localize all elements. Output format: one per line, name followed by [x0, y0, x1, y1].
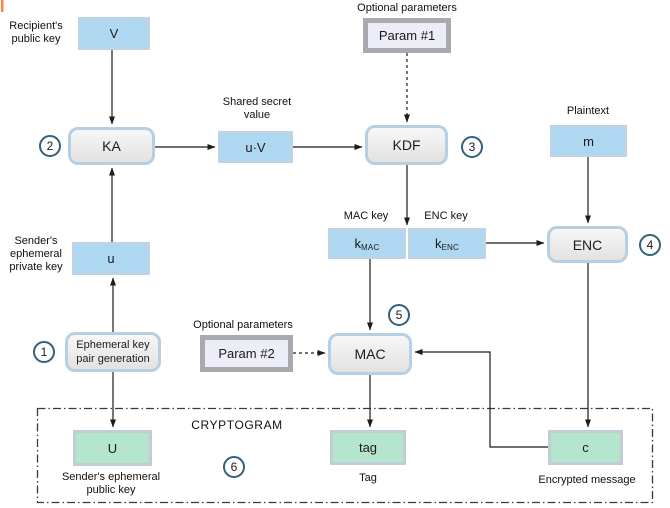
ekpg-line2: pair generation [76, 353, 150, 365]
caption-plaintext: Plaintext [566, 105, 610, 117]
caption-shared-secret-value: Shared secret value [207, 96, 307, 122]
step-circle-1: 1 [33, 341, 55, 363]
caption-line: public key [11, 33, 61, 45]
node-key-agreement: KA [68, 127, 155, 165]
node-param2: Param #2 [200, 335, 293, 372]
node-param1: Param #1 [363, 18, 451, 53]
caption-sender-public-key: Sender's ephemeral public key [55, 471, 167, 497]
step-circle-5: 5 [388, 304, 410, 326]
caption-line: Shared secret [222, 96, 292, 108]
caption-recipient-public-key: Recipient's public key [4, 20, 68, 46]
node-mac: MAC [328, 333, 412, 375]
enc-key-symbol: k [435, 236, 442, 251]
caption-line: public key [86, 484, 136, 496]
cryptogram-region-border [36, 407, 654, 504]
node-sender-public-key: U [73, 430, 152, 466]
caption-sender-private-key: Sender's ephemeral private key [4, 235, 68, 274]
caption-line: Recipient's [9, 20, 63, 32]
step-circle-2: 2 [39, 135, 61, 157]
node-tag: tag [330, 430, 406, 465]
caption-encrypted-message: Encrypted message [538, 474, 636, 486]
corner-artifact-mark [1, 0, 4, 12]
node-shared-secret: u·V [218, 131, 293, 163]
node-ephemeral-key-pair-generation: Ephemeral key pair generation [65, 332, 161, 372]
step-circle-4: 4 [639, 234, 661, 256]
caption-optional-parameters-2: Optional parameters [193, 319, 293, 331]
ekpg-line1: Ephemeral key [76, 339, 150, 351]
caption-line: ephemeral [10, 248, 62, 260]
step-circle-6: 6 [223, 456, 245, 478]
caption-mac-key: MAC key [343, 210, 389, 222]
cryptogram-title: CRYPTOGRAM [191, 418, 283, 432]
mac-key-symbol: k [354, 236, 362, 251]
node-plaintext: m [550, 125, 627, 157]
caption-optional-parameters-1: Optional parameters [357, 2, 457, 14]
caption-line: value [243, 109, 271, 121]
caption-tag: Tag [359, 472, 377, 484]
caption-line: Sender's [14, 235, 58, 247]
connector-c-to-mac [414, 349, 548, 448]
node-ciphertext: c [548, 430, 623, 465]
node-recipient-public-key: V [78, 17, 150, 50]
caption-enc-key: ENC key [424, 210, 468, 222]
mac-key-subscript: MAC [361, 243, 380, 252]
enc-key-subscript: ENC [441, 243, 459, 252]
node-kdf: KDF [365, 125, 448, 165]
caption-line: private key [9, 261, 63, 273]
caption-line: Sender's ephemeral [61, 471, 161, 483]
node-sender-private-key: u [72, 242, 150, 275]
node-enc: ENC [547, 226, 628, 263]
step-circle-3: 3 [461, 136, 483, 158]
